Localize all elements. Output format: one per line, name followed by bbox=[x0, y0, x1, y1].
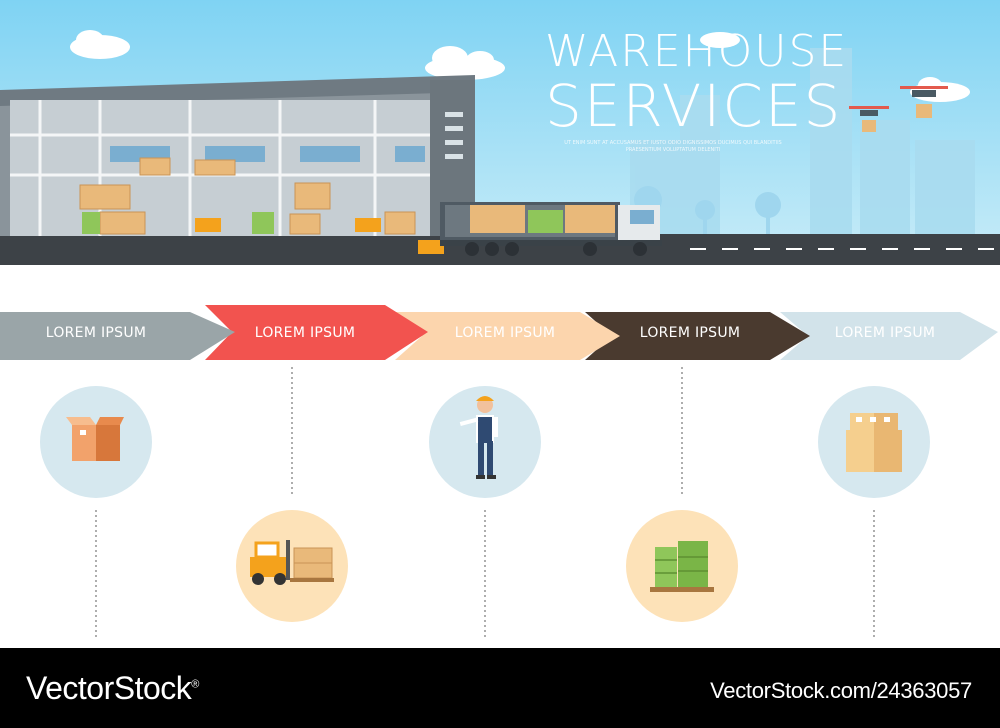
timeline-arrow-4 bbox=[585, 312, 810, 360]
timeline-arrow-1 bbox=[0, 312, 235, 360]
hero-illustration bbox=[0, 0, 1000, 265]
step-5-circle bbox=[818, 386, 930, 498]
step-4-circle bbox=[626, 510, 738, 622]
timeline-step-3-label: LOREM IPSUM bbox=[455, 325, 556, 341]
timeline-arrow-3 bbox=[395, 312, 620, 360]
timeline-connectors bbox=[95, 367, 875, 637]
warehouse-building bbox=[0, 75, 475, 254]
warehouse-worker-icon bbox=[459, 396, 498, 479]
timeline-arrow-5 bbox=[780, 312, 998, 360]
forklift-icon bbox=[195, 218, 444, 254]
cardboard-box-icon bbox=[66, 417, 124, 461]
truck bbox=[440, 202, 662, 256]
brand-name: VectorStock bbox=[26, 670, 192, 706]
hero-subtitle: UT ENIM SUNT AT ACCUSAMUS ET IUSTO ODIO … bbox=[564, 140, 782, 153]
registered-mark: ® bbox=[191, 678, 199, 691]
stacked-boxes-icon bbox=[846, 413, 902, 472]
forklift-icon bbox=[250, 540, 334, 585]
timeline-arrow-2 bbox=[205, 305, 428, 360]
step-2-circle bbox=[236, 510, 348, 622]
timeline: LOREM IPSUM LOREM IPSUM LOREM IPSUM LORE… bbox=[0, 305, 998, 637]
timeline-step-2-label: LOREM IPSUM bbox=[255, 325, 356, 341]
stock-id: VectorStock.com/24363057 bbox=[710, 678, 972, 703]
road-markings bbox=[690, 248, 994, 250]
step-3-circle bbox=[429, 386, 541, 498]
footer-bar: VectorStock® VectorStock.com/24363057 bbox=[0, 648, 1000, 728]
timeline-step-4-label: LOREM IPSUM bbox=[640, 325, 741, 341]
timeline-step-5-label: LOREM IPSUM bbox=[835, 325, 936, 341]
barrels-icon bbox=[650, 541, 714, 592]
title-line-1: WAREHOUSE bbox=[545, 26, 849, 77]
vectorstock-logo: VectorStock® bbox=[26, 670, 199, 707]
title-line-2: SERVICES bbox=[545, 72, 843, 140]
page-title: WAREHOUSE SERVICES bbox=[545, 26, 849, 140]
cardboard-box-icon bbox=[79, 157, 416, 235]
drone-icon bbox=[849, 86, 948, 132]
barrels-icon bbox=[82, 212, 274, 234]
step-1-circle bbox=[40, 386, 152, 498]
timeline-step-1-label: LOREM IPSUM bbox=[46, 325, 147, 341]
